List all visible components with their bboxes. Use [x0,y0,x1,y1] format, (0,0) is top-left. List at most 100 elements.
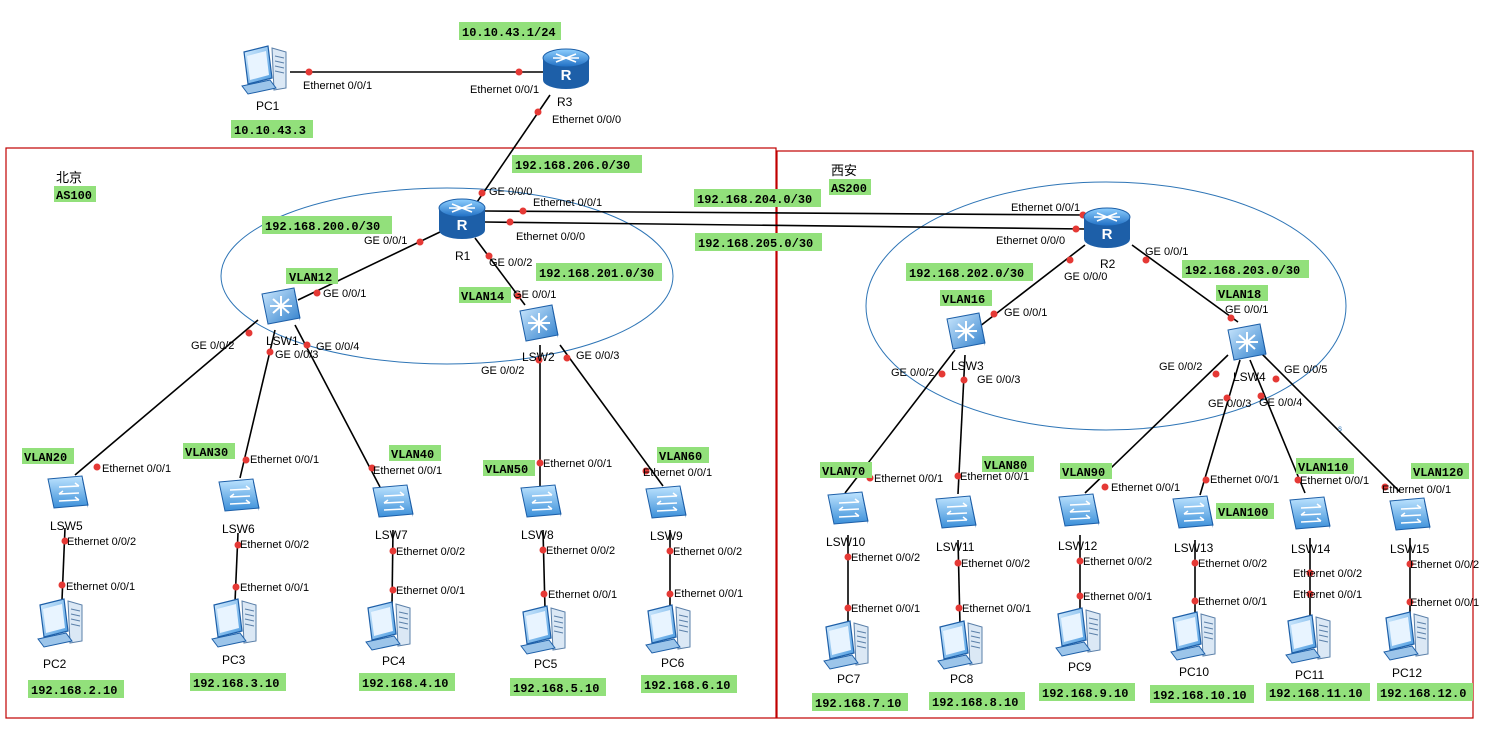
port-label: Ethernet 0/0/1 [396,585,465,597]
pc10-icon[interactable] [1170,611,1216,661]
pc7-icon[interactable] [823,620,869,670]
pc8-ip-tag: 192.168.8.10 [932,696,1018,710]
lsw4-label: LSW4 [1233,370,1266,384]
port-dot [266,348,274,356]
pc3-icon[interactable] [211,598,257,648]
tag-box [829,179,871,195]
link-lsw1-lsw7 [294,324,381,488]
pc1-icon[interactable] [241,45,287,95]
lsw14-label: LSW14 [1291,542,1331,556]
lsw13-switch-icon[interactable] [1172,495,1214,529]
lsw11-switch-icon[interactable] [935,495,977,529]
port-label: GE 0/0/2 [481,365,524,377]
port-label: GE 0/0/3 [275,349,318,361]
lsw10-switch-icon[interactable] [827,491,869,525]
port-dot [389,547,397,555]
tag-box [54,186,96,202]
lsw8-switch-icon[interactable] [520,484,562,518]
port-dot [1272,375,1280,383]
beijing-region-box [5,147,777,719]
tag-box [940,290,992,306]
r3-router-icon[interactable] [542,48,590,90]
port-label: Ethernet 0/0/2 [67,536,136,548]
port-label: Ethernet 0/0/1 [66,581,135,593]
pc11-ip-tag: 192.168.11.10 [1269,687,1363,701]
lsw13-label: LSW13 [1174,541,1214,555]
lsw3-switch-icon[interactable] [946,312,986,350]
net205-tag: 192.168.205.0/30 [698,237,813,251]
lsw9-switch-icon[interactable] [645,485,687,519]
pc9-label: PC9 [1068,660,1092,674]
port-label: GE 0/0/1 [323,288,366,300]
vlan40-tag: VLAN40 [391,448,434,462]
pc12-icon[interactable] [1383,611,1429,661]
vlan110-tag: VLAN110 [1298,461,1348,475]
r2-router-icon[interactable] [1083,207,1131,249]
pc11-icon[interactable] [1285,614,1331,664]
lsw7-switch-icon[interactable] [372,484,414,518]
port-dot [368,464,376,472]
pc6-icon[interactable] [645,604,691,654]
vlan20-tag: VLAN20 [24,451,67,465]
tag-box [694,189,821,207]
pc2-icon[interactable] [37,598,83,648]
port-dot [61,537,69,545]
port-label: Ethernet 0/0/1 [240,582,309,594]
port-dot [1076,557,1084,565]
net204-tag: 192.168.204.0/30 [697,193,812,207]
port-label: Ethernet 0/0/1 [470,84,539,96]
pc5-label: PC5 [534,657,558,671]
lsw8-label: LSW8 [521,528,554,542]
net201-tag: 192.168.201.0/30 [539,267,654,281]
lsw6-switch-icon[interactable] [218,478,260,512]
port-label: Ethernet 0/0/1 [643,467,712,479]
pc5-ip-tag: 192.168.5.10 [513,682,599,696]
port-label: Ethernet 0/0/1 [1011,202,1080,214]
pc4-ip-tag: 192.168.4.10 [362,677,448,691]
tag-box [657,447,709,463]
port-label: Ethernet 0/0/1 [1210,474,1279,486]
pc9-icon[interactable] [1055,607,1101,657]
r1-router-icon[interactable] [438,198,486,240]
vlan90-tag: VLAN90 [1062,466,1105,480]
lsw15-switch-icon[interactable] [1389,497,1431,531]
port-label: Ethernet 0/0/1 [674,588,743,600]
link-lsw2-lsw9 [559,344,664,487]
lsw4-switch-icon[interactable] [1227,323,1267,361]
pc4-label: PC4 [382,654,406,668]
port-label: Ethernet 0/0/2 [240,539,309,551]
pc6-ip-tag: 192.168.6.10 [644,679,730,693]
tag-box [359,673,455,691]
lsw1-switch-icon[interactable] [261,287,301,325]
port-dot [990,310,998,318]
port-label: Ethernet 0/0/2 [1293,568,1362,580]
lsw5-switch-icon[interactable] [47,475,89,509]
vlan50-tag: VLAN50 [485,463,528,477]
port-label: GE 0/0/3 [977,374,1020,386]
port-dot [954,559,962,567]
lsw2-label: LSW2 [522,350,555,364]
port-label: GE 0/0/2 [191,340,234,352]
lsw6-label: LSW6 [222,522,255,536]
port-dot [1306,590,1314,598]
vlan80-tag: VLAN80 [984,459,1027,473]
port-dot [539,546,547,554]
lsw9-label: LSW9 [650,529,683,543]
port-dot [389,586,397,594]
port-label: Ethernet 0/0/1 [548,589,617,601]
lsw2-switch-icon[interactable] [519,304,559,342]
port-label: Ethernet 0/0/1 [543,458,612,470]
port-label: Ethernet 0/0/1 [1382,484,1451,496]
device-names: PC1 R3 R1 R2 LSW1 LSW2 LSW3 LSW4 LSW5 LS… [43,95,1430,686]
r3-lan-tag: 10.10.43.1/24 [462,26,556,40]
port-label: Ethernet 0/0/1 [962,603,1031,615]
pc5-icon[interactable] [520,605,566,655]
port-label: Ethernet 0/0/0 [996,235,1065,247]
lsw12-switch-icon[interactable] [1058,493,1100,527]
port-dot [540,590,548,598]
tag-box [183,443,235,459]
pc4-icon[interactable] [365,601,411,651]
lsw14-switch-icon[interactable] [1289,496,1331,530]
port-label: Ethernet 0/0/1 [874,473,943,485]
pc8-icon[interactable] [937,620,983,670]
